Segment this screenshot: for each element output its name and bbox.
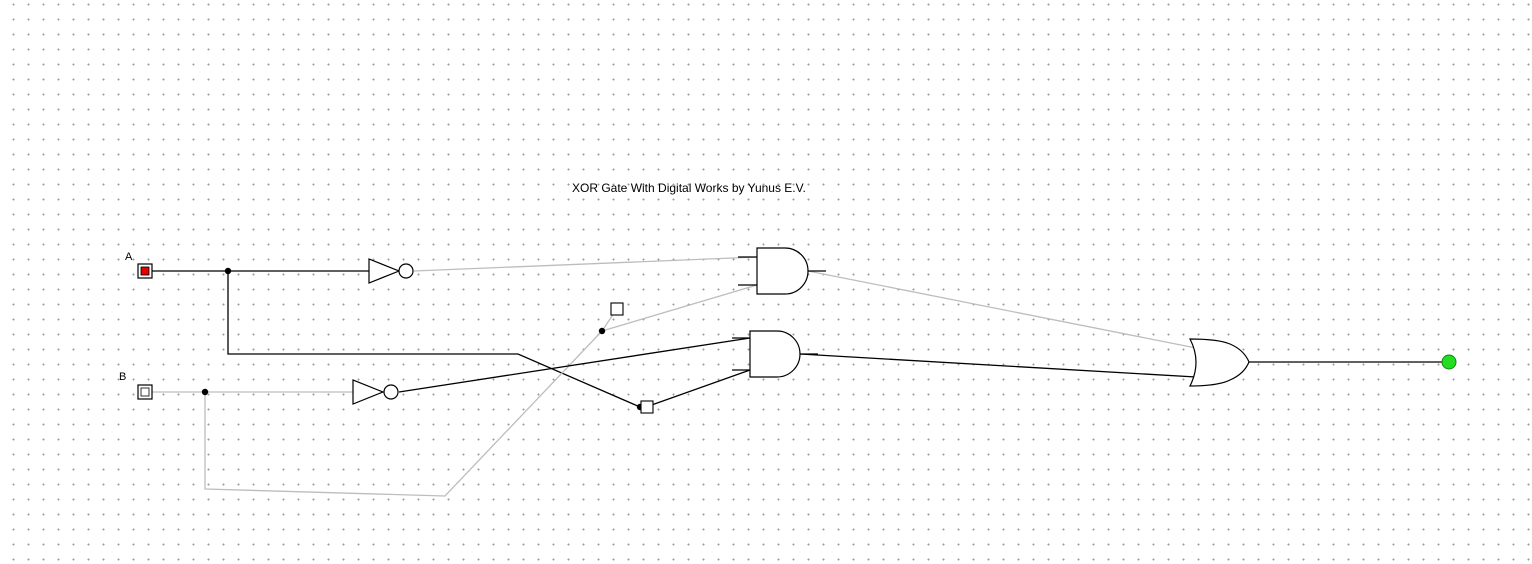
- wire-b-to-and1[interactable]: [601, 284, 758, 332]
- not-gate-1[interactable]: [368, 258, 414, 284]
- or-gate[interactable]: [1189, 338, 1250, 387]
- wire-and1-to-or[interactable]: [807, 270, 1197, 349]
- wire-a-branch[interactable]: [227, 271, 641, 408]
- input-a-label: A: [125, 251, 133, 263]
- junction-b: [201, 388, 209, 396]
- wire-not2-to-and2[interactable]: [398, 337, 751, 393]
- diagram-title: XOR Gate With Digital Works by Yunus E.V…: [572, 181, 806, 195]
- input-a-switch[interactable]: [137, 263, 153, 279]
- input-b-switch[interactable]: [137, 384, 153, 400]
- wire-a-to-and2[interactable]: [645, 369, 751, 408]
- wire-b-branch[interactable]: [204, 330, 603, 497]
- and-gate-2[interactable]: [732, 330, 818, 378]
- output-led[interactable]: [1441, 354, 1457, 370]
- input-b-indicator: [140, 387, 150, 397]
- wire-not1-to-and1[interactable]: [413, 256, 758, 272]
- probe-top[interactable]: [610, 302, 624, 316]
- input-a-indicator: [140, 266, 150, 276]
- junction-a: [224, 267, 232, 275]
- probe-bottom[interactable]: [640, 400, 654, 414]
- junction-b-branch: [598, 327, 606, 335]
- wire-b-to-probe[interactable]: [601, 312, 615, 332]
- and-gate-1[interactable]: [738, 247, 826, 295]
- wire-and2-to-or[interactable]: [799, 353, 1197, 378]
- input-b-label: B: [119, 371, 126, 383]
- not-gate-2[interactable]: [352, 379, 399, 405]
